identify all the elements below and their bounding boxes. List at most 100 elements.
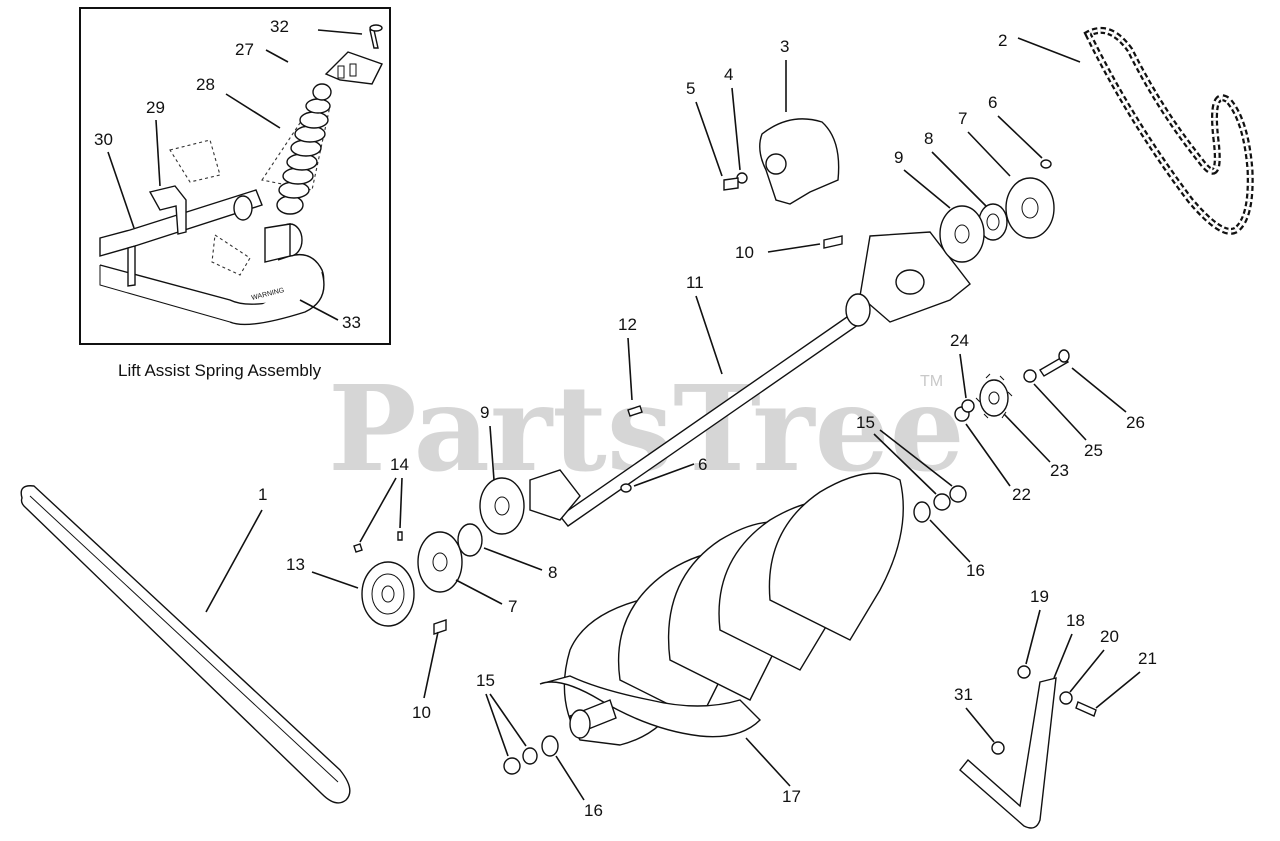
pivot-tube — [264, 223, 291, 263]
leader-30 — [107, 151, 135, 229]
callout-8a: 8 — [924, 129, 933, 148]
callout-16b: 16 — [584, 801, 603, 820]
bracket-slot-2 — [349, 63, 357, 77]
leader-17 — [745, 737, 791, 787]
leader-24 — [959, 353, 967, 399]
sprocket-part-23 — [975, 373, 1013, 419]
scraper-bracket-part-18 — [959, 677, 1057, 829]
leader-19 — [1025, 609, 1041, 665]
washer-part-15d — [522, 747, 538, 765]
bolt-part-21 — [1075, 701, 1097, 717]
callout-33: 33 — [342, 313, 361, 332]
nut-part-19 — [1017, 665, 1031, 679]
callout-9b: 9 — [480, 403, 489, 422]
leader-16b — [555, 755, 585, 801]
bolt-part-10b — [433, 619, 447, 635]
leader-15b-2 — [489, 693, 527, 747]
washer-part-15a — [949, 485, 967, 503]
leader-7b — [455, 579, 503, 605]
bearing-flange-part-7 — [1005, 177, 1055, 239]
ghost-outline-2 — [211, 234, 251, 276]
ghost-outline-1 — [169, 139, 221, 183]
callout-24: 24 — [950, 331, 969, 350]
leader-29 — [155, 119, 161, 187]
washer-part-15b — [933, 493, 951, 511]
bearing-part-8b — [457, 523, 483, 557]
callout-28: 28 — [196, 75, 215, 94]
chain-guard-hole — [765, 153, 787, 175]
callout-11: 11 — [686, 273, 704, 292]
callout-6a: 6 — [988, 93, 997, 112]
washer-part-25 — [1023, 369, 1037, 383]
shaft-sprocket-hub — [845, 293, 871, 327]
pulley-groove-13 — [371, 573, 405, 615]
leader-31 — [965, 707, 995, 743]
callout-18: 18 — [1066, 611, 1085, 630]
auger-part-17 — [539, 472, 904, 746]
leader-33 — [299, 299, 339, 321]
callout-26: 26 — [1126, 413, 1145, 432]
spring-part-28 — [276, 83, 332, 215]
leader-8b — [483, 547, 543, 571]
bolt-part-32 — [369, 29, 379, 49]
leader-6a — [997, 115, 1043, 159]
nut-part-6b — [620, 483, 632, 493]
leader-18 — [1053, 633, 1073, 679]
frame-leg — [127, 245, 136, 287]
leader-7a — [967, 131, 1011, 177]
nut-part-31 — [991, 741, 1005, 755]
callout-4: 4 — [724, 65, 733, 84]
callout-2: 2 — [998, 31, 1007, 50]
pulley-part-13 — [361, 561, 415, 627]
pulley-hub-13 — [381, 585, 395, 603]
bracket-part-27 — [324, 51, 383, 85]
callout-1: 1 — [258, 485, 267, 504]
leader-9b — [489, 425, 495, 481]
bushing-part-16a — [913, 501, 931, 523]
callout-22: 22 — [1012, 485, 1031, 504]
pivot-pin — [233, 195, 253, 221]
bearing-flange-part-7b — [417, 531, 463, 593]
lift-handle-side — [99, 265, 231, 323]
callout-20: 20 — [1100, 627, 1119, 646]
leader-8a — [931, 151, 987, 207]
callout-21: 21 — [1138, 649, 1157, 668]
bearing-flange-part-9 — [939, 205, 985, 263]
leader-14a — [359, 477, 397, 543]
leader-25 — [1033, 383, 1087, 441]
callout-31: 31 — [954, 685, 973, 704]
callout-25: 25 — [1084, 441, 1103, 460]
leader-4 — [731, 87, 741, 171]
setscrew-part-14b — [397, 531, 403, 541]
leader-22 — [965, 423, 1011, 487]
callout-10b: 10 — [412, 703, 431, 722]
washer-part-15c — [503, 757, 521, 775]
callout-7b: 7 — [508, 597, 517, 616]
callout-13: 13 — [286, 555, 305, 574]
callout-10a: 10 — [735, 243, 754, 262]
bearing-flange-hub-7 — [1021, 197, 1039, 219]
bracket-slot-1 — [337, 65, 345, 79]
leader-10b — [423, 631, 439, 699]
leader-2 — [1017, 37, 1081, 63]
leader-5 — [695, 101, 723, 177]
bearing-flange-hub-9 — [954, 224, 970, 244]
leader-27 — [265, 49, 289, 63]
washer-part-20 — [1059, 691, 1073, 705]
nut-part-6 — [1040, 159, 1052, 169]
leader-12 — [627, 337, 633, 401]
leader-16a — [929, 519, 971, 563]
leader-15a-2 — [879, 429, 953, 487]
leader-6b — [633, 463, 695, 487]
chain-part-2 — [1083, 27, 1254, 235]
leader-14b — [399, 477, 403, 529]
leader-15b-1 — [485, 693, 509, 757]
callout-30: 30 — [94, 130, 113, 149]
housing-plate-hole — [895, 269, 925, 295]
lift-handle-lower-edge — [229, 271, 325, 326]
callout-14: 14 — [390, 455, 409, 474]
leader-15a-1 — [873, 433, 937, 495]
watermark-trademark: TM — [920, 373, 943, 390]
leader-11 — [695, 295, 723, 375]
